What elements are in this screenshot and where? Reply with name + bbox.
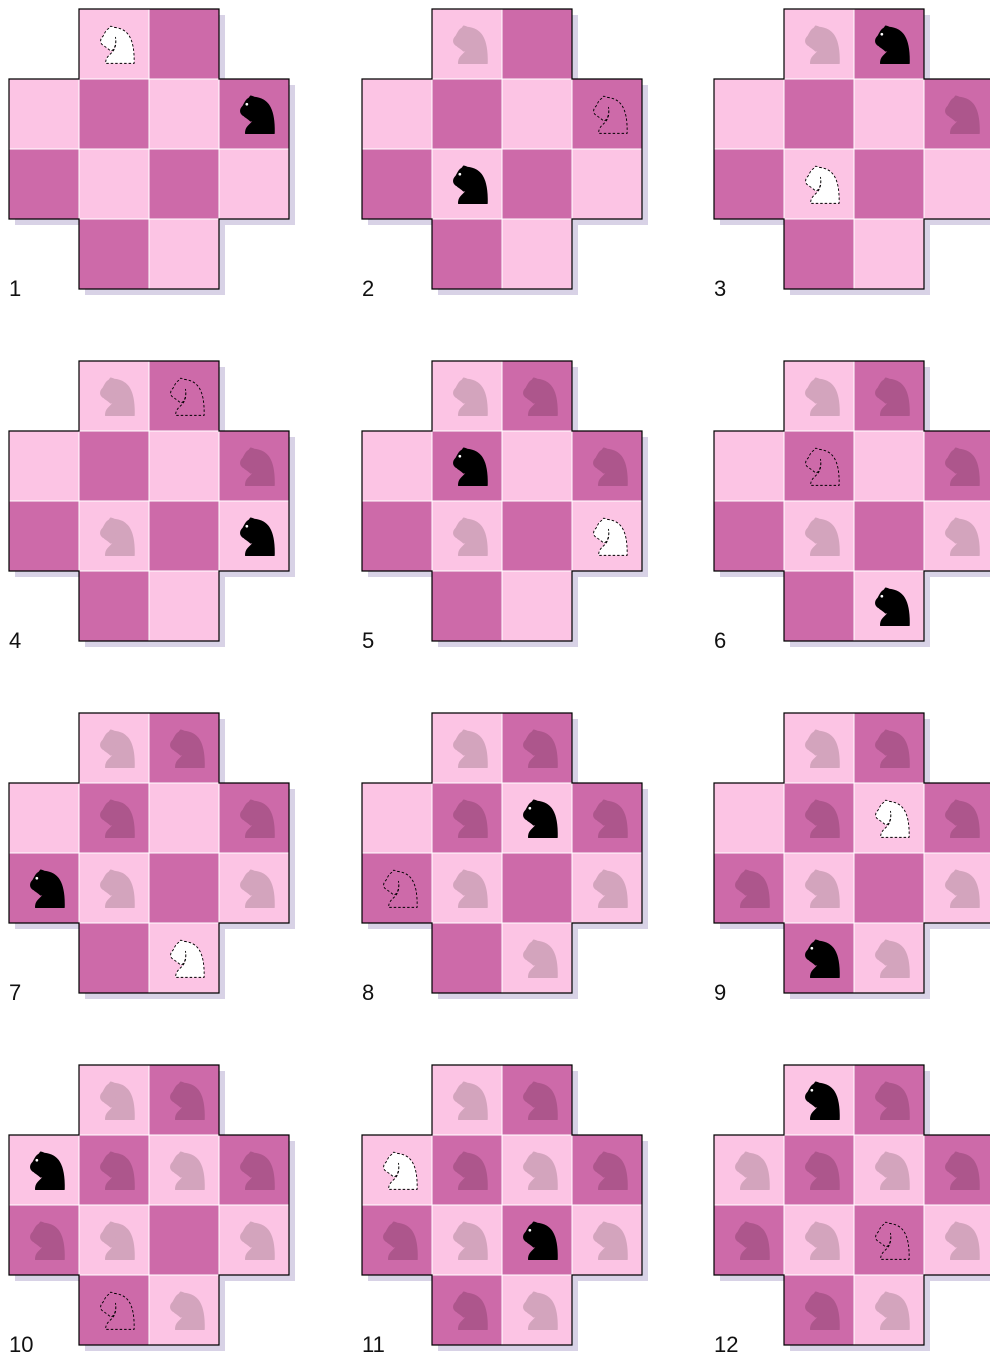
board-square bbox=[714, 431, 784, 501]
board-square bbox=[714, 79, 784, 149]
board-square bbox=[784, 571, 854, 641]
board-square bbox=[149, 9, 219, 79]
board-square bbox=[9, 783, 79, 853]
step-number-label: 3 bbox=[714, 277, 726, 301]
board-square bbox=[79, 571, 149, 641]
step-panel: 9 bbox=[714, 713, 990, 1013]
board-square bbox=[149, 783, 219, 853]
step-panel: 8 bbox=[362, 713, 662, 1013]
board-square bbox=[502, 853, 572, 923]
board-square bbox=[362, 431, 432, 501]
board-square bbox=[714, 501, 784, 571]
board-square bbox=[572, 149, 642, 219]
cross-board bbox=[9, 1065, 299, 1355]
board-square bbox=[79, 431, 149, 501]
step-number-label: 1 bbox=[9, 277, 21, 301]
step-panel: 4 bbox=[9, 361, 309, 661]
board-square bbox=[502, 571, 572, 641]
board-square bbox=[149, 219, 219, 289]
board-square bbox=[79, 219, 149, 289]
board-square bbox=[502, 9, 572, 79]
step-panel: 12 bbox=[714, 1065, 990, 1365]
step-number-label: 12 bbox=[714, 1333, 738, 1357]
cross-board bbox=[362, 9, 652, 299]
board-square bbox=[79, 149, 149, 219]
step-number-label: 4 bbox=[9, 629, 21, 653]
step-number-label: 5 bbox=[362, 629, 374, 653]
board-square bbox=[502, 501, 572, 571]
board-square bbox=[432, 571, 502, 641]
step-number-label: 11 bbox=[362, 1333, 385, 1357]
step-panel: 10 bbox=[9, 1065, 309, 1365]
board-square bbox=[79, 923, 149, 993]
board-square bbox=[149, 853, 219, 923]
step-number-label: 6 bbox=[714, 629, 726, 653]
cross-board bbox=[9, 9, 299, 299]
step-panel: 11 bbox=[362, 1065, 662, 1365]
step-number-label: 2 bbox=[362, 277, 374, 301]
step-panel: 3 bbox=[714, 9, 990, 309]
step-number-label: 7 bbox=[9, 981, 21, 1005]
cross-board bbox=[362, 713, 652, 1003]
board-square bbox=[714, 149, 784, 219]
board-square bbox=[9, 79, 79, 149]
board-square bbox=[362, 79, 432, 149]
board-square bbox=[362, 783, 432, 853]
board-square bbox=[9, 431, 79, 501]
board-square bbox=[362, 501, 432, 571]
step-number-label: 10 bbox=[9, 1333, 33, 1357]
board-square bbox=[854, 219, 924, 289]
board-square bbox=[362, 149, 432, 219]
cross-board bbox=[362, 361, 652, 651]
step-panel: 1 bbox=[9, 9, 309, 309]
board-square bbox=[784, 219, 854, 289]
board-square bbox=[432, 79, 502, 149]
cross-board bbox=[9, 361, 299, 651]
board-square bbox=[149, 79, 219, 149]
cross-board bbox=[9, 713, 299, 1003]
board-square bbox=[854, 149, 924, 219]
board-square bbox=[9, 149, 79, 219]
board-square bbox=[149, 149, 219, 219]
board-square bbox=[854, 431, 924, 501]
board-square bbox=[9, 501, 79, 571]
board-square bbox=[149, 1205, 219, 1275]
board-square bbox=[149, 571, 219, 641]
board-square bbox=[502, 79, 572, 149]
board-square bbox=[219, 149, 289, 219]
step-panel: 5 bbox=[362, 361, 662, 661]
board-square bbox=[924, 149, 990, 219]
board-square bbox=[432, 219, 502, 289]
cross-board bbox=[714, 9, 990, 299]
board-square bbox=[854, 79, 924, 149]
cross-board bbox=[362, 1065, 652, 1355]
board-square bbox=[714, 783, 784, 853]
board-square bbox=[502, 219, 572, 289]
board-square bbox=[149, 501, 219, 571]
cross-board bbox=[714, 713, 990, 1003]
step-panel: 2 bbox=[362, 9, 662, 309]
board-square bbox=[79, 79, 149, 149]
board-square bbox=[502, 149, 572, 219]
board-square bbox=[432, 923, 502, 993]
cross-board bbox=[714, 361, 990, 651]
board-square bbox=[502, 431, 572, 501]
board-square bbox=[784, 79, 854, 149]
board-square bbox=[854, 501, 924, 571]
board-square bbox=[854, 853, 924, 923]
step-panel: 6 bbox=[714, 361, 990, 661]
step-panel: 7 bbox=[9, 713, 309, 1013]
cross-board bbox=[714, 1065, 990, 1355]
step-number-label: 9 bbox=[714, 981, 726, 1005]
board-square bbox=[149, 431, 219, 501]
step-number-label: 8 bbox=[362, 981, 374, 1005]
